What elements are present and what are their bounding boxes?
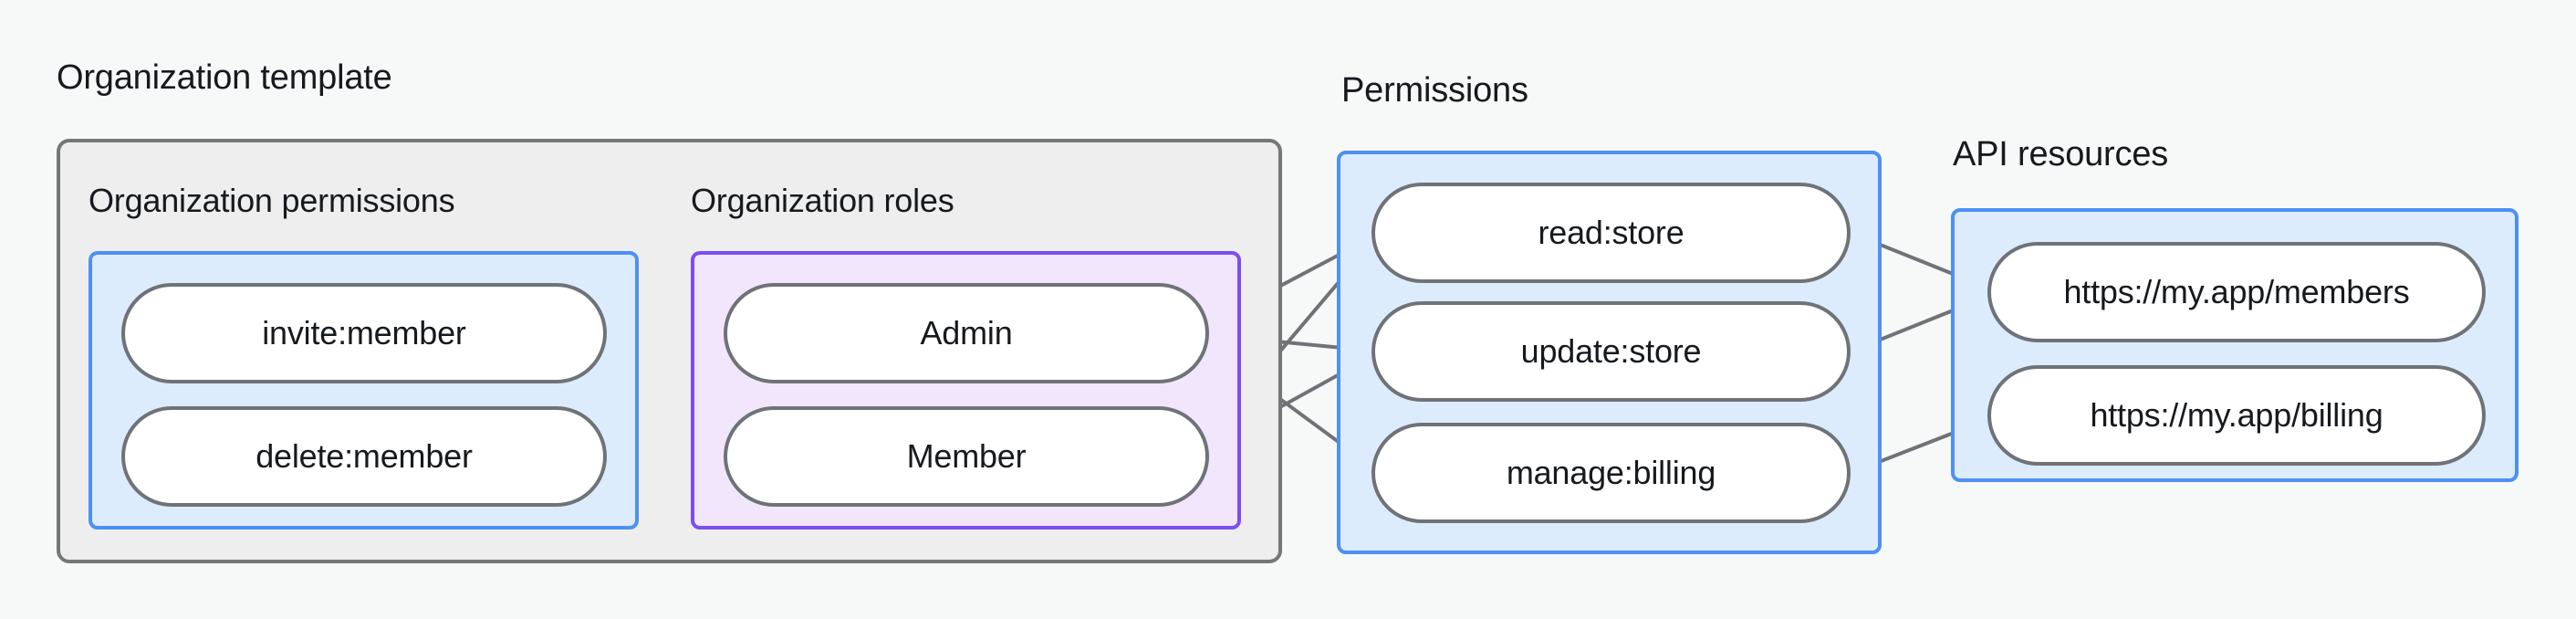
organization-template-label: Organization template <box>57 58 392 97</box>
node-billing-api[interactable]: https://my.app/billing <box>1987 365 2486 466</box>
organization-permissions-label: Organization permissions <box>89 182 455 219</box>
node-admin[interactable]: Admin <box>724 283 1209 383</box>
node-read-store[interactable]: read:store <box>1371 183 1851 283</box>
node-members-api[interactable]: https://my.app/members <box>1987 242 2486 342</box>
node-delete-member[interactable]: delete:member <box>121 406 607 507</box>
node-invite-member[interactable]: invite:member <box>121 283 607 383</box>
node-update-store[interactable]: update:store <box>1371 301 1851 402</box>
organization-roles-label: Organization roles <box>691 182 954 219</box>
api-resources-label: API resources <box>1953 135 2169 173</box>
permissions-label: Permissions <box>1341 71 1528 110</box>
node-manage-billing[interactable]: manage:billing <box>1371 423 1851 523</box>
node-member[interactable]: Member <box>724 406 1209 507</box>
